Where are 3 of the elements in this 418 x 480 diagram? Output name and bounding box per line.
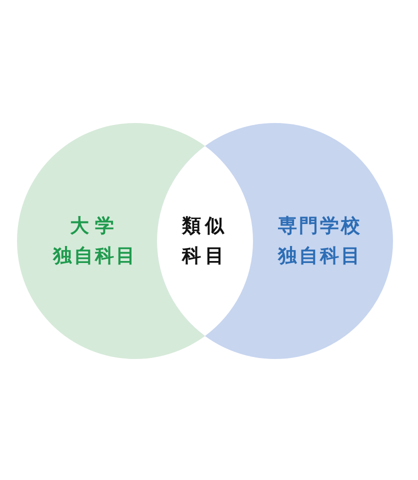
region-label: 類似科目 [182, 214, 228, 269]
region-label: 大学独自科目 [53, 214, 137, 269]
region-label: 専門学校独自科目 [278, 214, 362, 269]
